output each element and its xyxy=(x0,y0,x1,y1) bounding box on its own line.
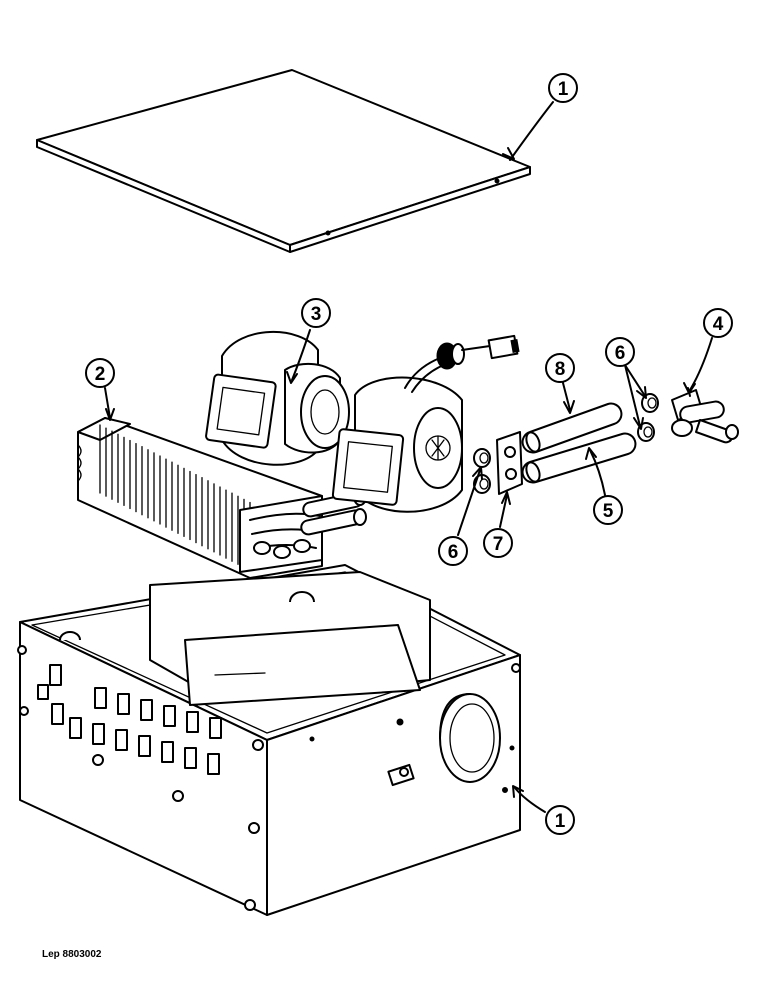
callout-6-left: 6 xyxy=(438,536,468,566)
heater-housing xyxy=(17,564,521,916)
callout-4-label: 4 xyxy=(713,314,724,335)
cover-plate xyxy=(36,69,531,253)
gasket-plate xyxy=(496,431,523,495)
heater-core xyxy=(77,417,367,579)
housing-vent xyxy=(92,723,105,745)
housing-vent xyxy=(115,729,128,751)
housing-vent xyxy=(117,693,130,715)
housing-vent xyxy=(49,664,62,686)
housing-vent xyxy=(94,687,107,709)
housing-vent xyxy=(209,717,222,739)
callout-3-label: 3 xyxy=(311,304,322,325)
housing-vent xyxy=(163,705,176,727)
callout-4: 4 xyxy=(703,308,733,338)
callout-8: 8 xyxy=(545,353,575,383)
hose-lower xyxy=(521,432,637,484)
callout-1-bottom-label: 1 xyxy=(555,811,566,832)
housing-vent xyxy=(161,741,174,763)
reference-code: Lep 8803002 xyxy=(42,949,102,960)
water-valve xyxy=(671,387,739,444)
callout-1-top: 1 xyxy=(548,73,578,103)
callout-7: 7 xyxy=(483,528,513,558)
hose-clamps-right xyxy=(637,393,659,442)
housing-vent xyxy=(186,711,199,733)
blower-assembly xyxy=(205,331,520,513)
callout-3: 3 xyxy=(301,298,331,328)
callout-1-top-label: 1 xyxy=(558,79,569,100)
callout-1-bottom: 1 xyxy=(545,805,575,835)
housing-vent xyxy=(51,703,64,725)
callout-5: 5 xyxy=(593,495,623,525)
housing-vent xyxy=(138,735,151,757)
housing-vent xyxy=(140,699,153,721)
callout-8-label: 8 xyxy=(555,359,566,380)
callout-7-label: 7 xyxy=(493,534,504,555)
callout-5-label: 5 xyxy=(603,501,614,522)
hose-clamps-left xyxy=(473,448,491,494)
hose-upper xyxy=(521,402,623,454)
callout-2: 2 xyxy=(85,358,115,388)
housing-vent xyxy=(207,753,220,775)
callout-2-label: 2 xyxy=(95,364,106,385)
callout-6-left-label: 6 xyxy=(448,542,459,563)
housing-vent xyxy=(184,747,197,769)
callout-6-right-label: 6 xyxy=(615,343,626,364)
callout-6-right: 6 xyxy=(605,337,635,367)
callout-leaders xyxy=(104,101,713,813)
housing-vent xyxy=(69,717,82,739)
